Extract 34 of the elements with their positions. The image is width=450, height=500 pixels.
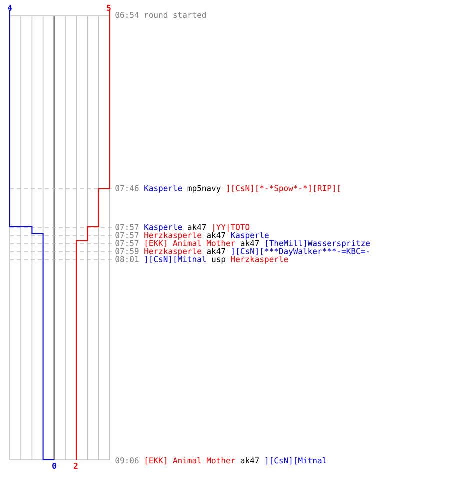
weapon-name: ak47 <box>240 457 260 464</box>
weapon-name: ak47 <box>207 232 226 238</box>
player-name: [TheMill]Wasserspritze <box>266 240 370 248</box>
player-name: Herzkasperle <box>144 232 202 240</box>
player-name: Herzkasperle <box>144 248 202 256</box>
player-name: Kasperle <box>144 185 182 193</box>
timestamp: 06:54 <box>116 12 139 18</box>
player-name: Herzkasperle <box>231 256 288 264</box>
weapon-name: ak47 <box>207 248 226 254</box>
weapon-name: mp5navy <box>188 185 221 193</box>
player-name: ][CsN][***DayWalker***-=KBC=- <box>232 248 370 256</box>
player-name: ][CsN][*-*Spow*-*][RIP][ <box>227 185 340 193</box>
count-number: 0 <box>52 462 56 470</box>
player-name: |YY|TOTO <box>214 224 250 232</box>
player-name: [EKK] Animal Mother <box>146 240 236 248</box>
weapon-name: ak47 <box>188 224 206 230</box>
player-name: Kasperle <box>144 224 182 232</box>
player-name: ][CsN][Mitnal <box>266 457 326 465</box>
timestamp: 07:59 <box>116 248 139 254</box>
player-name: [EKK] Animal Mother <box>146 457 236 465</box>
count-number: 2 <box>74 463 78 469</box>
timestamp: 07:57 <box>116 232 139 238</box>
timestamp: 09:06 <box>116 458 139 464</box>
player-name: ][CsN][Mitnal <box>145 256 206 264</box>
count-number: 5 <box>107 5 111 11</box>
weapon-name: ak47 <box>240 240 260 246</box>
timestamp: 07:46 <box>116 185 139 192</box>
timestamp: 08:01 <box>116 256 139 262</box>
timestamp: 07:57 <box>116 224 139 230</box>
timestamp: 07:57 <box>116 240 139 246</box>
event-text: round started <box>146 12 206 18</box>
player-name: Kasperle <box>231 232 269 240</box>
count-number: 4 <box>8 5 12 11</box>
weapon-name: usp <box>212 258 226 264</box>
